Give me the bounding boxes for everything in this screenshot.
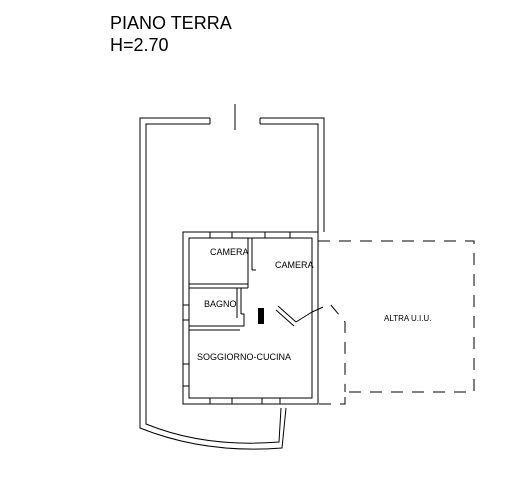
floor-name: PIANO TERRA [110,13,232,33]
neighbour-unit-outline [311,240,475,405]
enclosure-wall [139,117,325,450]
stair-fixture [258,308,264,324]
room-label-soggiorno-cucina: SOGGIORNO-CUCINA [197,352,291,362]
height-label: H=2.70 [110,35,169,55]
room-label-altra-uiu: ALTRA U.I.U. [384,314,431,323]
openings [183,232,291,404]
room-label-camera-small: CAMERA [210,247,249,257]
interior-partitions [189,238,313,331]
room-label-bagno: BAGNO [204,299,237,309]
room-label-camera-large: CAMERA [275,260,314,270]
apartment-walls [182,231,319,405]
plan-title-block: PIANO TERRA H=2.70 [110,12,232,56]
